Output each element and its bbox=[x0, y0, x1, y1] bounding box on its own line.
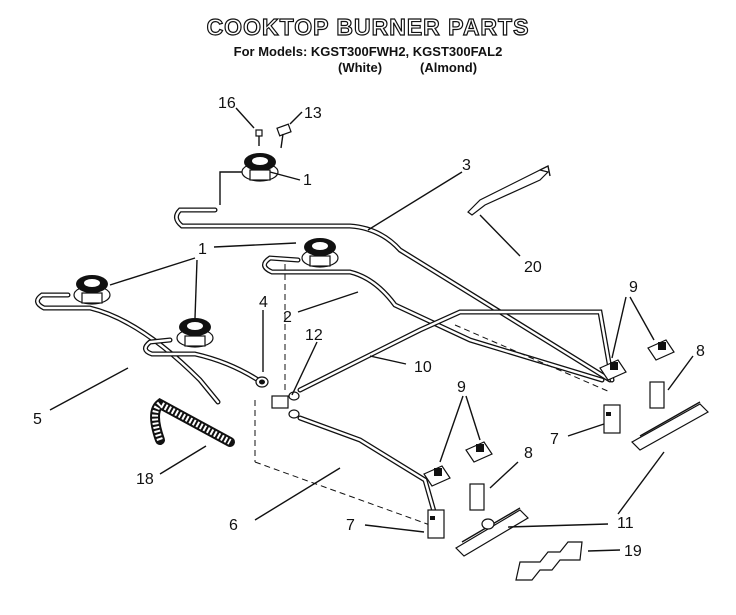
burner-bar-part-11-b bbox=[455, 507, 529, 557]
igniter-part-9-c bbox=[423, 465, 451, 487]
bracket-part-8-a bbox=[649, 381, 665, 409]
callout-3: 3 bbox=[462, 157, 471, 174]
callout-9-right: 9 bbox=[629, 279, 638, 296]
heat-shield-part-19 bbox=[515, 541, 583, 581]
variant-white-label: (White) bbox=[338, 60, 383, 75]
variant-almond-label: (Almond) bbox=[420, 60, 478, 75]
callout-4: 4 bbox=[259, 294, 268, 311]
igniter-part-9-d bbox=[465, 441, 493, 463]
callout-11: 11 bbox=[617, 515, 634, 532]
tube-part-10 bbox=[297, 309, 615, 393]
callout-6: 6 bbox=[229, 517, 238, 534]
burner-middle bbox=[301, 238, 339, 268]
callout-2: 2 bbox=[283, 309, 292, 326]
valve-part-7-b bbox=[427, 509, 445, 539]
fitting-part-4 bbox=[255, 376, 269, 388]
callout-8-bottom: 8 bbox=[524, 445, 533, 462]
burner-top bbox=[241, 153, 279, 182]
burner-bar-part-11-a bbox=[631, 401, 709, 451]
callout-1-left: 1 bbox=[198, 241, 207, 258]
bracket-part-8-b bbox=[469, 483, 485, 511]
callout-19: 19 bbox=[624, 543, 642, 560]
valve-part-7-a bbox=[603, 404, 621, 434]
fitting-part-12 bbox=[271, 391, 300, 419]
spacer-part-13 bbox=[276, 123, 292, 149]
callout-1-top: 1 bbox=[303, 172, 312, 189]
screw-part-16 bbox=[255, 129, 263, 146]
tube-part-6 bbox=[297, 415, 438, 518]
callout-9-bottom: 9 bbox=[457, 379, 466, 396]
igniter-part-9-a bbox=[599, 359, 627, 381]
burner-front bbox=[176, 318, 214, 348]
callout-5: 5 bbox=[33, 411, 42, 428]
callout-18: 18 bbox=[136, 471, 154, 488]
callout-7-bottom: 7 bbox=[346, 517, 355, 534]
callout-7-right: 7 bbox=[550, 431, 559, 448]
callout-13: 13 bbox=[304, 105, 322, 122]
callout-16: 16 bbox=[218, 95, 236, 112]
callout-20: 20 bbox=[524, 259, 542, 276]
model-numbers: For Models: KGST300FWH2, KGST300FAL2 bbox=[233, 44, 503, 59]
diagram-title: COOKTOP BURNER PARTS bbox=[206, 13, 530, 40]
tube-part-5 bbox=[35, 292, 221, 405]
tube-part-3 bbox=[174, 171, 613, 383]
bracket-part-20 bbox=[467, 164, 551, 216]
tube-part-4-line bbox=[143, 337, 261, 383]
callout-12: 12 bbox=[305, 327, 323, 344]
igniter-part-9-b bbox=[647, 339, 675, 361]
callout-8-right: 8 bbox=[696, 343, 705, 360]
burner-left bbox=[73, 275, 111, 305]
flex-hose-part-18 bbox=[150, 398, 235, 447]
leader-lines bbox=[49, 107, 694, 552]
tube-part-2 bbox=[262, 255, 605, 383]
callout-10: 10 bbox=[414, 359, 432, 376]
